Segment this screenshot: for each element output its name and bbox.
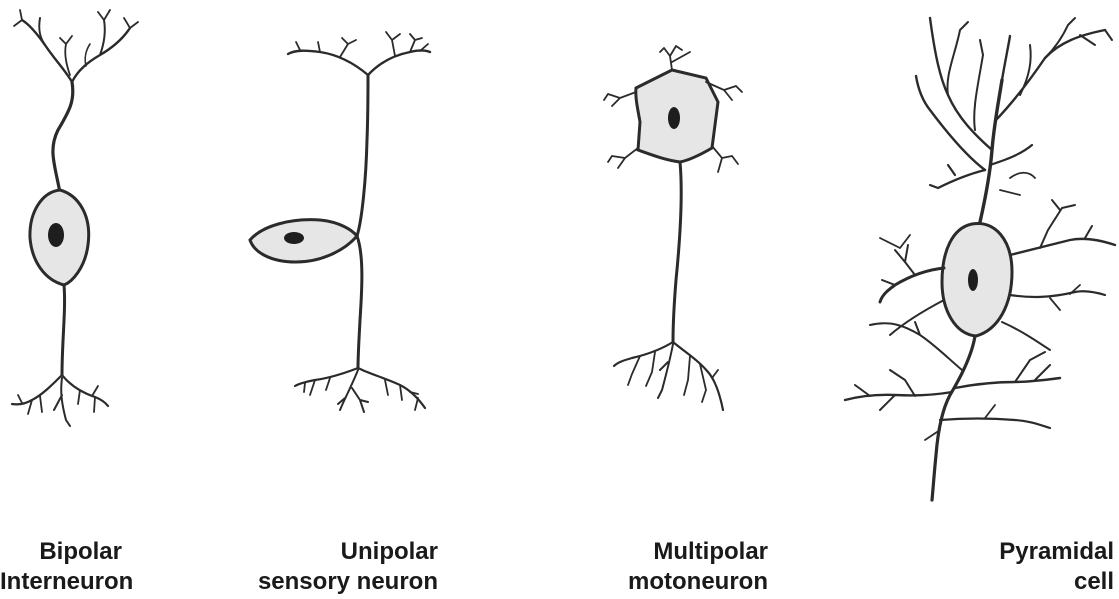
- pyramidal-label: Pyramidal cell: [970, 537, 1114, 597]
- bipolar-label-line1: Bipolar: [0, 537, 122, 567]
- unipolar-label: Unipolar sensory neuron: [240, 537, 438, 597]
- multipolar-nucleus: [668, 107, 680, 129]
- bipolar-label: Bipolar Interneuron: [0, 537, 122, 597]
- multipolar-neuron-drawing: [604, 46, 742, 410]
- multipolar-label-line1: Multipolar: [600, 537, 768, 567]
- pyramidal-label-line1: Pyramidal: [970, 537, 1114, 567]
- unipolar-label-line1: Unipolar: [240, 537, 438, 567]
- bipolar-neuron-drawing: [12, 10, 138, 426]
- unipolar-neuron-drawing: [250, 32, 430, 412]
- pyramidal-nucleus: [968, 269, 978, 291]
- bipolar-nucleus: [48, 223, 64, 247]
- unipolar-nucleus: [284, 232, 304, 244]
- bipolar-label-line2: Interneuron: [0, 567, 122, 597]
- unipolar-label-line2: sensory neuron: [240, 567, 438, 597]
- multipolar-label-line2: motoneuron: [600, 567, 768, 597]
- pyramidal-neuron-drawing: [845, 18, 1115, 500]
- multipolar-label: Multipolar motoneuron: [600, 537, 768, 597]
- pyramidal-label-line2: cell: [970, 567, 1114, 597]
